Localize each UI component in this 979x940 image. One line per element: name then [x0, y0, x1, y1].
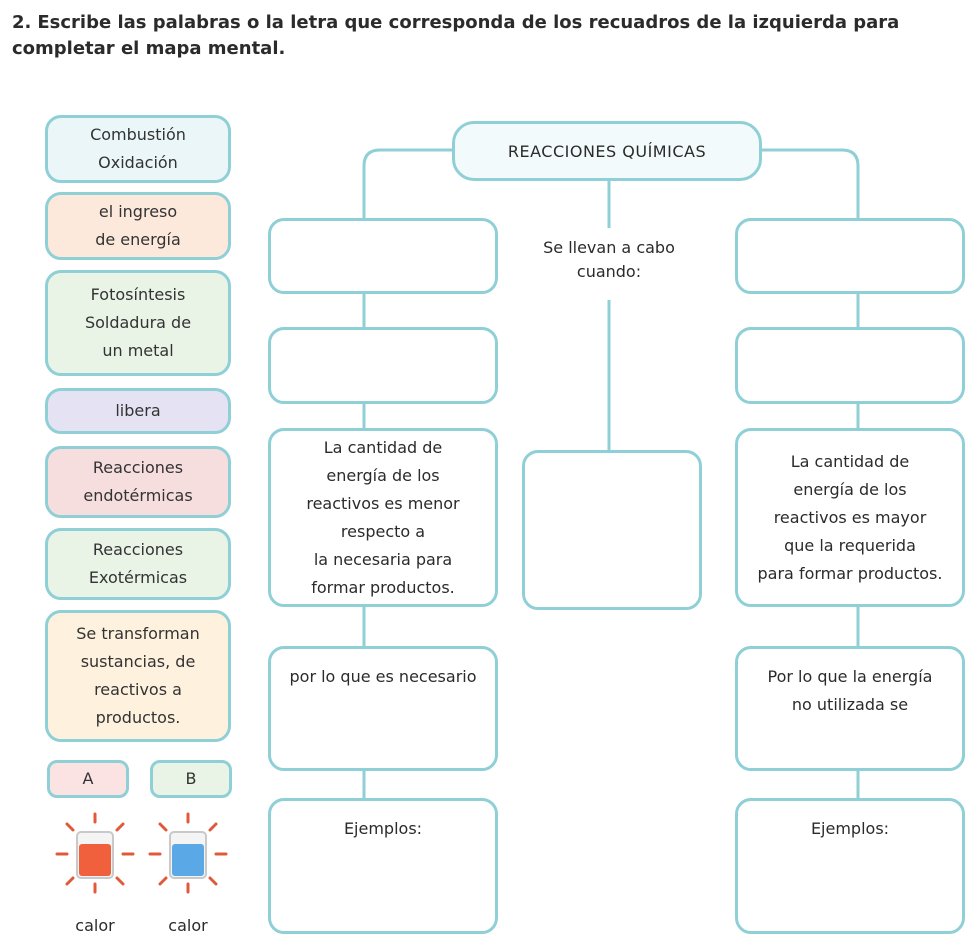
word-bank-card-3[interactable]: Fotosíntesis Soldadura de un metal	[45, 270, 231, 376]
word-bank-card-1-line-1: Combustión	[90, 125, 186, 144]
beaker-right-caption: calor	[168, 916, 208, 935]
word-bank-card-1[interactable]: Combustión Oxidación	[45, 115, 231, 183]
word-bank-card-3-line-2: Soldadura de	[84, 313, 192, 332]
map-right-blank-1[interactable]	[735, 218, 965, 294]
word-bank-card-2[interactable]: el ingreso de energía	[45, 192, 231, 260]
word-bank-card-3-line-3: un metal	[102, 341, 174, 360]
word-bank-card-1-line-2: Oxidación	[98, 153, 178, 172]
word-bank-card-6[interactable]: Reacciones Exotérmicas	[45, 528, 231, 600]
word-bank-card-7-line-4: productos.	[95, 708, 181, 727]
map-left-quantity-box: La cantidad de energía de los reactivos …	[268, 428, 498, 607]
word-bank-card-7-line-1: Se transforman	[76, 624, 200, 643]
letter-a-label: A	[82, 769, 94, 788]
word-bank-card-3-line-1: Fotosíntesis	[90, 285, 186, 304]
word-bank-card-7-line-3: reactivos a	[94, 680, 182, 699]
map-left-blank-2[interactable]	[268, 327, 498, 404]
word-bank-card-4-line-1: libera	[115, 401, 161, 420]
word-bank-card-7[interactable]: Se transforman sustancias, de reactivos …	[45, 610, 231, 742]
word-bank-card-2-line-2: de energía	[95, 230, 181, 249]
word-bank-card-5-line-1: Reacciones	[92, 458, 184, 477]
letter-card-a[interactable]: A	[47, 760, 129, 798]
question-text: Escribe las palabras o la letra que corr…	[12, 12, 900, 59]
word-bank-card-7-line-2: sustancias, de	[80, 652, 196, 671]
map-title: REACCIONES QUÍMICAS	[507, 141, 707, 161]
map-right-consequence-box[interactable]: Por lo que la energía no utilizada se	[735, 646, 965, 771]
map-center-text: Se llevan a cabo cuando:	[543, 238, 675, 281]
map-right-blank-2[interactable]	[735, 327, 965, 404]
letter-b-label: B	[185, 769, 197, 788]
map-right-consequence-text: Por lo que la energía no utilizada se	[767, 667, 933, 714]
letter-card-b[interactable]: B	[150, 760, 232, 798]
word-bank-card-6-line-1: Reacciones	[92, 540, 184, 559]
map-right-quantity-box: La cantidad de energía de los reactivos …	[735, 428, 965, 607]
map-right-examples-box[interactable]: Ejemplos:	[735, 798, 965, 934]
word-bank-card-5-line-2: endotérmicas	[83, 486, 193, 505]
map-left-examples-box[interactable]: Ejemplos:	[268, 798, 498, 934]
question-number: 2.	[12, 12, 32, 33]
map-title-box: REACCIONES QUÍMICAS	[452, 121, 762, 181]
connector-title-right	[760, 148, 860, 218]
question-prompt: 2.Escribe las palabras o la letra que co…	[12, 10, 972, 62]
beaker-heat-absorbed-icon	[55, 812, 135, 894]
map-left-blank-1[interactable]	[268, 218, 498, 294]
map-left-quantity-text: La cantidad de energía de los reactivos …	[306, 437, 460, 597]
map-left-consequence-text: por lo que es necesario	[289, 667, 477, 686]
connector-title-left	[362, 148, 452, 218]
map-left-consequence-box[interactable]: por lo que es necesario	[268, 646, 498, 771]
word-bank-card-2-line-1: el ingreso	[98, 202, 178, 221]
word-bank-card-4[interactable]: libera	[45, 388, 231, 434]
map-left-examples-label: Ejemplos:	[343, 819, 423, 838]
beaker-left-caption: calor	[75, 916, 115, 935]
map-right-quantity-text: La cantidad de energía de los reactivos …	[757, 451, 943, 583]
map-center-blank[interactable]	[522, 450, 702, 610]
beaker-heat-released-icon	[148, 812, 228, 894]
word-bank-card-6-line-2: Exotérmicas	[88, 568, 188, 587]
word-bank-card-5[interactable]: Reacciones endotérmicas	[45, 446, 231, 518]
map-right-examples-label: Ejemplos:	[810, 819, 890, 838]
